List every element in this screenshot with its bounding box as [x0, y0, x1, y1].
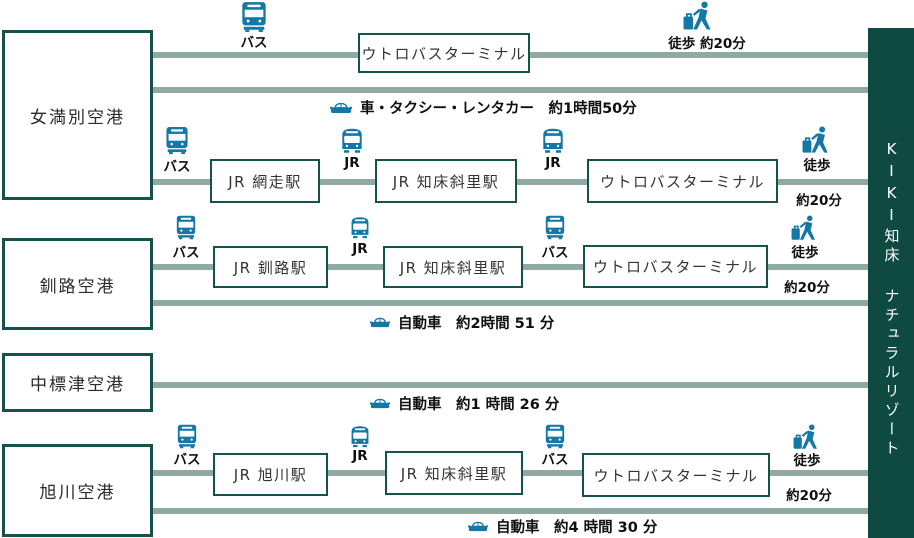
station-label: JR 釧路駅 [233, 258, 308, 277]
station-label: JR 網走駅 [228, 172, 302, 191]
walk-time-label: 約20分 [784, 280, 830, 296]
airport-box-memanbetsu: 女満別空港 [2, 30, 153, 200]
bus-icon [240, 2, 268, 32]
jr-label: JR [352, 241, 368, 257]
car-icon [370, 397, 390, 410]
bus-label: バス [240, 35, 268, 51]
walk-icon [798, 126, 836, 154]
walk-icon [789, 424, 825, 450]
airport-label-kushiro: 釧路空港 [39, 276, 116, 297]
station-box-shari-1: JR 知床斜里駅 [375, 159, 517, 203]
duration-label: 自動車 約2時間 51 分 [398, 316, 555, 332]
airport-label-nakashibetsu: 中標津空港 [30, 375, 125, 395]
station-box-utoro-3: ウトロバスターミナル [583, 245, 768, 288]
route-line-memanbetsu-car [153, 87, 868, 93]
car-icon [330, 101, 352, 115]
route-line-nakashibetsu-car [153, 382, 868, 388]
airport-box-asahikawa: 旭川空港 [2, 444, 153, 537]
station-box-shari-3: JR 知床斜里駅 [385, 451, 523, 495]
resort-bar: KIKI知床 ナチュラルリゾート [868, 28, 914, 538]
bus-icon [544, 215, 566, 240]
walk-time-label: 約20分 [796, 193, 842, 209]
jr-label: JR [344, 155, 360, 171]
duration-kushiro-car: 自動車 約2時間 51 分 [370, 312, 554, 333]
duration-label: 自動車 約4 時間 30 分 [496, 520, 658, 536]
route-line-asahikawa-car [153, 508, 868, 514]
station-label: JR 知床斜里駅 [399, 258, 507, 277]
jr-label: JR [545, 155, 561, 171]
station-label: JR 知床斜里駅 [400, 464, 508, 483]
station-box-utoro-1: ウトロバスターミナル [358, 33, 530, 73]
walk-label: 徒歩 [793, 453, 821, 469]
train-icon [349, 215, 371, 240]
airport-box-nakashibetsu: 中標津空港 [2, 353, 153, 412]
station-box-shari-2: JR 知床斜里駅 [383, 246, 523, 288]
station-label: JR 旭川駅 [233, 466, 308, 484]
car-icon [468, 520, 488, 533]
bus-label: バス [541, 452, 569, 468]
duration-label: 車・タクシー・レンタカー 約1時間50分 [360, 101, 637, 117]
walk-label: 徒歩 [791, 245, 819, 261]
bus-label: バス [172, 245, 200, 261]
bus-icon [544, 424, 566, 449]
bus-label: バス [163, 159, 191, 175]
walk-label: 徒歩 約20分 [668, 36, 746, 52]
walk-icon [787, 215, 823, 241]
airport-label-asahikawa: 旭川空港 [39, 483, 116, 503]
train-icon [349, 424, 371, 449]
station-label: ウトロバスターミナル [361, 44, 527, 63]
station-box-kushiro: JR 釧路駅 [213, 246, 328, 288]
walk-time-label: 約20分 [786, 488, 832, 504]
train-icon [339, 127, 365, 154]
bus-label: バス [173, 452, 201, 468]
airport-box-kushiro: 釧路空港 [2, 238, 153, 330]
bus-icon [164, 127, 190, 154]
jr-label: JR [352, 448, 368, 464]
duration-nakashibetsu-car: 自動車 約1 時間 26 分 [370, 393, 559, 414]
resort-name: KIKI知床 ナチュラルリゾート [882, 140, 901, 459]
train-icon [540, 127, 566, 154]
route-line-kushiro-car [153, 300, 868, 306]
airport-label-memanbetsu: 女満別空港 [30, 107, 125, 128]
station-label: JR 知床斜里駅 [392, 172, 500, 191]
duration-memanbetsu-car: 車・タクシー・レンタカー 約1時間50分 [330, 97, 637, 118]
station-box-abashiri: JR 網走駅 [210, 159, 320, 203]
station-label: ウトロバスターミナル [593, 466, 759, 485]
station-box-asahikawa: JR 旭川駅 [213, 453, 328, 496]
station-label: ウトロバスターミナル [599, 172, 765, 191]
bus-label: バス [541, 245, 569, 261]
bus-icon [175, 215, 197, 240]
car-icon [370, 316, 390, 329]
duration-asahikawa-car: 自動車 約4 時間 30 分 [468, 516, 657, 537]
walk-icon [678, 1, 720, 31]
station-label: ウトロバスターミナル [592, 258, 758, 276]
duration-label: 自動車 約1 時間 26 分 [398, 397, 560, 413]
station-box-utoro-4: ウトロバスターミナル [582, 453, 770, 497]
walk-label: 徒歩 [803, 158, 831, 174]
bus-icon [176, 424, 198, 449]
station-box-utoro-2: ウトロバスターミナル [587, 159, 778, 203]
